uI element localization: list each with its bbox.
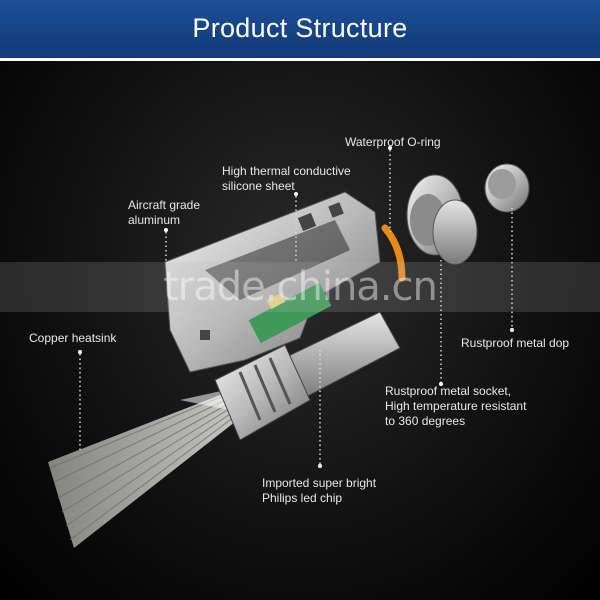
label-metal-socket-line1: Rustproof metal socket, (385, 384, 512, 398)
label-metal-socket-line3: to 360 degrees (385, 414, 466, 428)
leader-lines (79, 150, 513, 466)
aluminum-housing (164, 191, 381, 373)
led-chip (266, 292, 286, 310)
label-thermal-sheet: High thermal conductive silicone sheet (222, 164, 351, 194)
bulb-body (214, 311, 401, 441)
label-metal-socket: Rustproof metal socket, High temperature… (385, 384, 526, 429)
label-aluminum: Aircraft grade aluminum (128, 198, 200, 228)
label-aluminum-line1: Aircraft grade (128, 198, 201, 212)
label-thermal-sheet-line1: High thermal conductive (222, 164, 351, 178)
label-thermal-sheet-line2: silicone sheet (222, 179, 295, 193)
metal-socket (406, 174, 478, 265)
label-led-chip-line1: Imported super bright (262, 476, 377, 490)
copper-heatsink-braid (48, 388, 240, 548)
label-led-chip: Imported super bright Philips led chip (262, 476, 376, 506)
led-board (248, 282, 332, 344)
label-aluminum-line2: aluminum (128, 213, 181, 227)
label-metal-dop: Rustproof metal dop (461, 336, 570, 350)
label-waterproof-oring: Waterproof O-ring (345, 135, 441, 149)
watermark-band (0, 262, 600, 312)
label-metal-socket-line2: High temperature resistant (385, 399, 527, 413)
label-led-chip-line2: Philips led chip (262, 491, 343, 505)
label-copper-heatsink: Copper heatsink (29, 331, 117, 345)
metal-dop (484, 163, 530, 213)
leader-dots (78, 146, 514, 468)
watermark-text: trade.china.cn (163, 264, 438, 310)
header-bar: Product Structure (0, 0, 600, 61)
page-title: Product Structure (192, 13, 408, 43)
orange-o-ring (381, 224, 406, 282)
